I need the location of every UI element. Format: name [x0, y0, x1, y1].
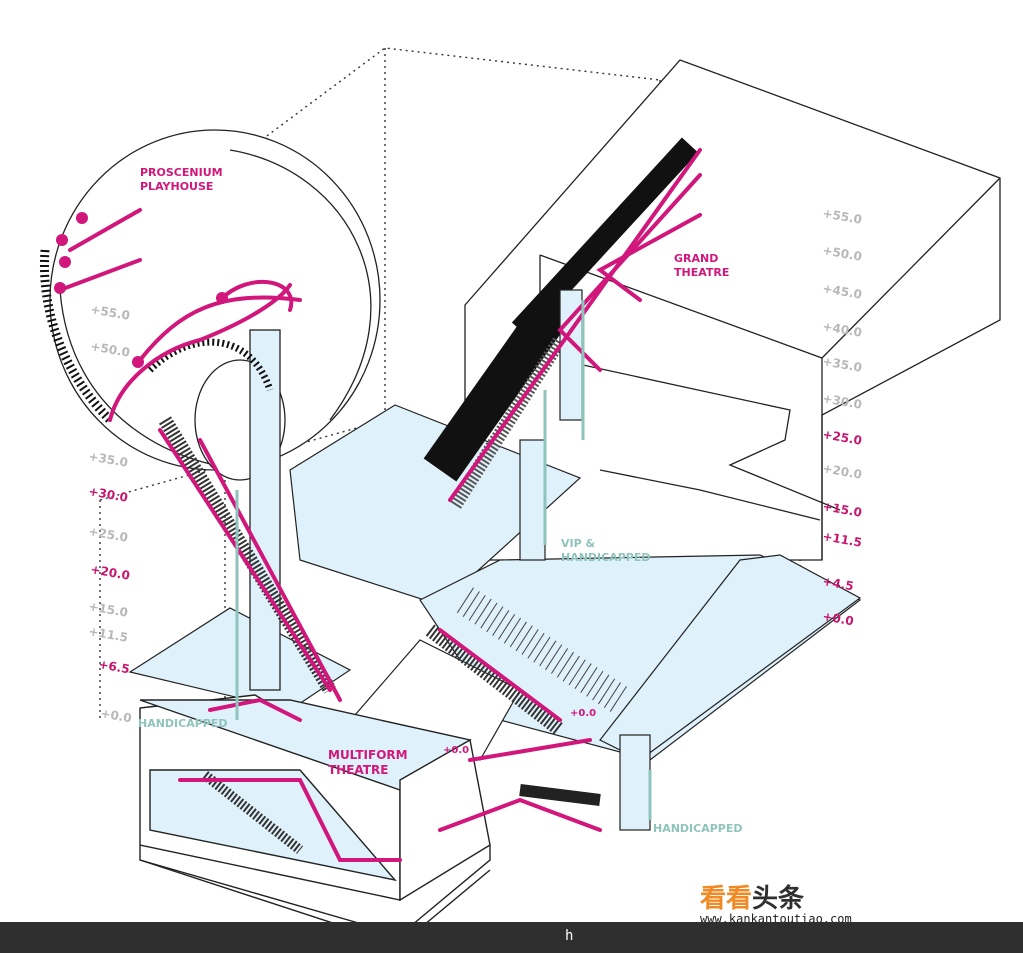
label-zero-b: +0.0 [443, 745, 469, 756]
left-level-6: +15.0 [87, 599, 129, 620]
left-level-2: +35.0 [87, 449, 129, 470]
vertical-cores [519, 289, 651, 831]
levels-right: +55.0 +50.0 +45.0 +40.0 +35.0 +30.0 +25.0 +20.0… [821, 206, 863, 628]
stair-hatching [39, 137, 699, 854]
watermark-logo: 看看头条 [700, 878, 804, 915]
left-level-8: +6.5 [97, 657, 130, 676]
watermark-logo-b: 头条 [752, 884, 805, 914]
label-vip-line2: HANDICAPPED [561, 551, 651, 564]
left-level-4: +25.0 [87, 524, 129, 545]
label-proscenium-playhouse: PROSCENIUM PLAYHOUSE [140, 166, 226, 193]
label-vip-line1: VIP & [561, 537, 595, 550]
right-level-4: +35.0 [821, 354, 863, 375]
label-grand-line1: GRAND [674, 252, 718, 265]
label-grand-theatre: GRAND THEATRE [674, 252, 729, 279]
floor-plates [128, 404, 862, 761]
left-level-7: +11.5 [87, 624, 129, 645]
right-level-9: +11.5 [821, 529, 863, 550]
label-grand-line2: THEATRE [674, 266, 729, 279]
left-level-9: +0.0 [99, 706, 132, 725]
circulation-routes [58, 148, 702, 862]
handicapped-routes [235, 300, 652, 820]
label-handicapped-right: HANDICAPPED [653, 822, 743, 835]
multiform-theatre-volume [139, 694, 491, 946]
label-vip-handicapped: VIP & HANDICAPPED [561, 537, 651, 564]
label-multiform-theatre: MULTIFORM THEATRE [328, 748, 412, 777]
circulation-dots [54, 212, 228, 368]
left-level-0: +55.0 [89, 302, 131, 323]
left-level-5: +20.0 [89, 562, 131, 583]
watermark-bar [0, 922, 1023, 953]
levels-left: +55.0 +50.0 +35.0 +30.0 +25.0 +20.0 +15.0 +11.5… [87, 302, 132, 725]
right-level-10: +4.5 [821, 574, 854, 593]
right-level-8: +15.0 [821, 499, 863, 520]
watermark-url: h [565, 928, 574, 944]
right-level-7: +20.0 [821, 461, 863, 482]
label-multiform-line1: MULTIFORM [328, 748, 408, 762]
right-level-2: +45.0 [821, 281, 863, 302]
right-level-11: +0.0 [821, 609, 854, 628]
right-level-6: +25.0 [821, 427, 863, 448]
label-zero-a: +0.0 [570, 708, 596, 719]
left-level-1: +50.0 [89, 339, 131, 360]
label-proscenium-line1: PROSCENIUM [140, 166, 223, 179]
right-level-3: +40.0 [821, 319, 863, 340]
right-level-5: +30.0 [821, 391, 863, 412]
right-level-0: +55.0 [821, 206, 863, 227]
right-level-1: +50.0 [821, 243, 863, 264]
label-handicapped-left: HANDICAPPED [138, 717, 228, 730]
label-multiform-line2: THEATRE [328, 763, 388, 777]
left-level-3: +30.0 [87, 484, 129, 505]
watermark-logo-a: 看看 [700, 884, 753, 914]
label-proscenium-line2: PLAYHOUSE [140, 180, 213, 193]
